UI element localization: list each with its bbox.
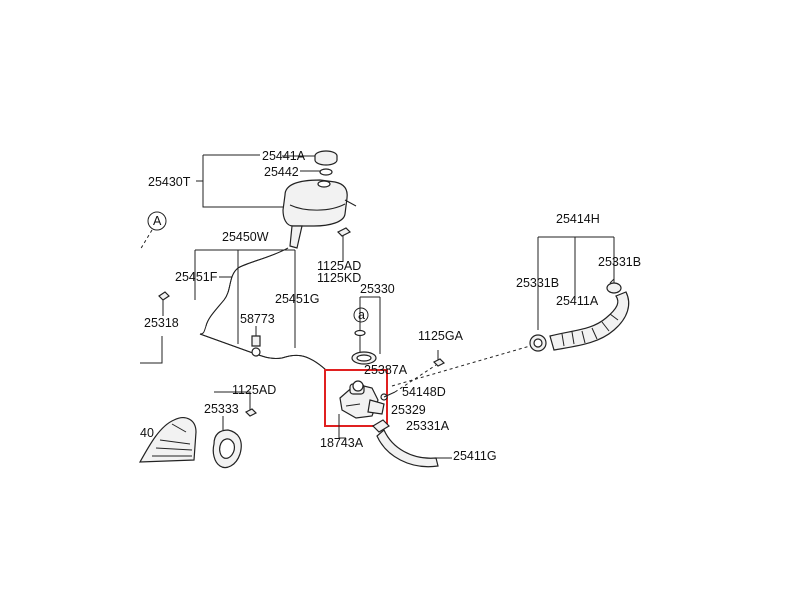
bracket-18743A-part [338, 414, 346, 439]
label-18743A: 18743A [320, 436, 364, 450]
bolt-1125AD-KD-part [336, 227, 352, 262]
label-25330: 25330 [360, 282, 395, 296]
pin-54148D-part [380, 391, 396, 401]
label-1125GA: 1125GA [418, 329, 464, 343]
clamp-25331B-right-part [606, 278, 622, 294]
label-40: 40 [140, 426, 154, 440]
hose-25414H-leaders [537, 236, 615, 330]
callout-a-circle [147, 211, 167, 231]
thermostat-25330-leaders [353, 296, 381, 354]
label-25411G: 25411G [453, 449, 497, 463]
clip-58773-part [251, 326, 261, 357]
cap-25441A-part [314, 150, 338, 166]
label-25441A: 25441A [262, 149, 306, 163]
label-25450W: 25450W [222, 230, 269, 244]
bolt-1125AD-left-part [214, 391, 258, 417]
label-a: a [358, 308, 365, 322]
seal-25333-part [212, 416, 242, 469]
housing-part [138, 417, 197, 463]
dashed-guide [391, 345, 531, 387]
label-25387A: 25387A [364, 363, 408, 377]
hose-25451F-part [199, 247, 289, 335]
label-1125AD-top: 1125AD [317, 259, 361, 273]
label-54148D: 54148D [402, 385, 446, 399]
reservoir-tank-part [282, 179, 357, 249]
bolt-1125GA-part [432, 350, 446, 367]
label-58773: 58773 [240, 312, 275, 326]
label-1125AD-left: 1125AD [232, 383, 276, 397]
hose-25411G-part [372, 419, 452, 468]
label-25331B-left: 25331B [516, 276, 559, 290]
label-25333: 25333 [204, 402, 239, 416]
label-25411A: 25411A [556, 294, 599, 308]
label-25329: 25329 [391, 403, 426, 417]
label-25442: 25442 [264, 165, 299, 179]
label-1125KD: 1125KD [317, 271, 361, 285]
fitting-25329-part [339, 380, 385, 419]
gasket-25387A-part [351, 351, 377, 365]
seal-25442-part [319, 168, 333, 176]
label-25331B-right: 25331B [598, 255, 641, 269]
label-25318: 25318 [144, 316, 179, 330]
hose-25450W-leaders [194, 249, 296, 348]
hose-25411A-part [549, 291, 630, 351]
label-25430T: 25430T [148, 175, 191, 189]
clamp-25331B-left-part [529, 334, 547, 352]
sensor-25318-part [140, 291, 170, 364]
label-25331A: 25331A [406, 419, 450, 433]
label-25451F: 25451F [175, 270, 218, 284]
hose-25451G-part [199, 333, 327, 371]
label-25414H: 25414H [556, 212, 600, 226]
label-A: A [153, 214, 162, 228]
label-25451G: 25451G [275, 292, 319, 306]
